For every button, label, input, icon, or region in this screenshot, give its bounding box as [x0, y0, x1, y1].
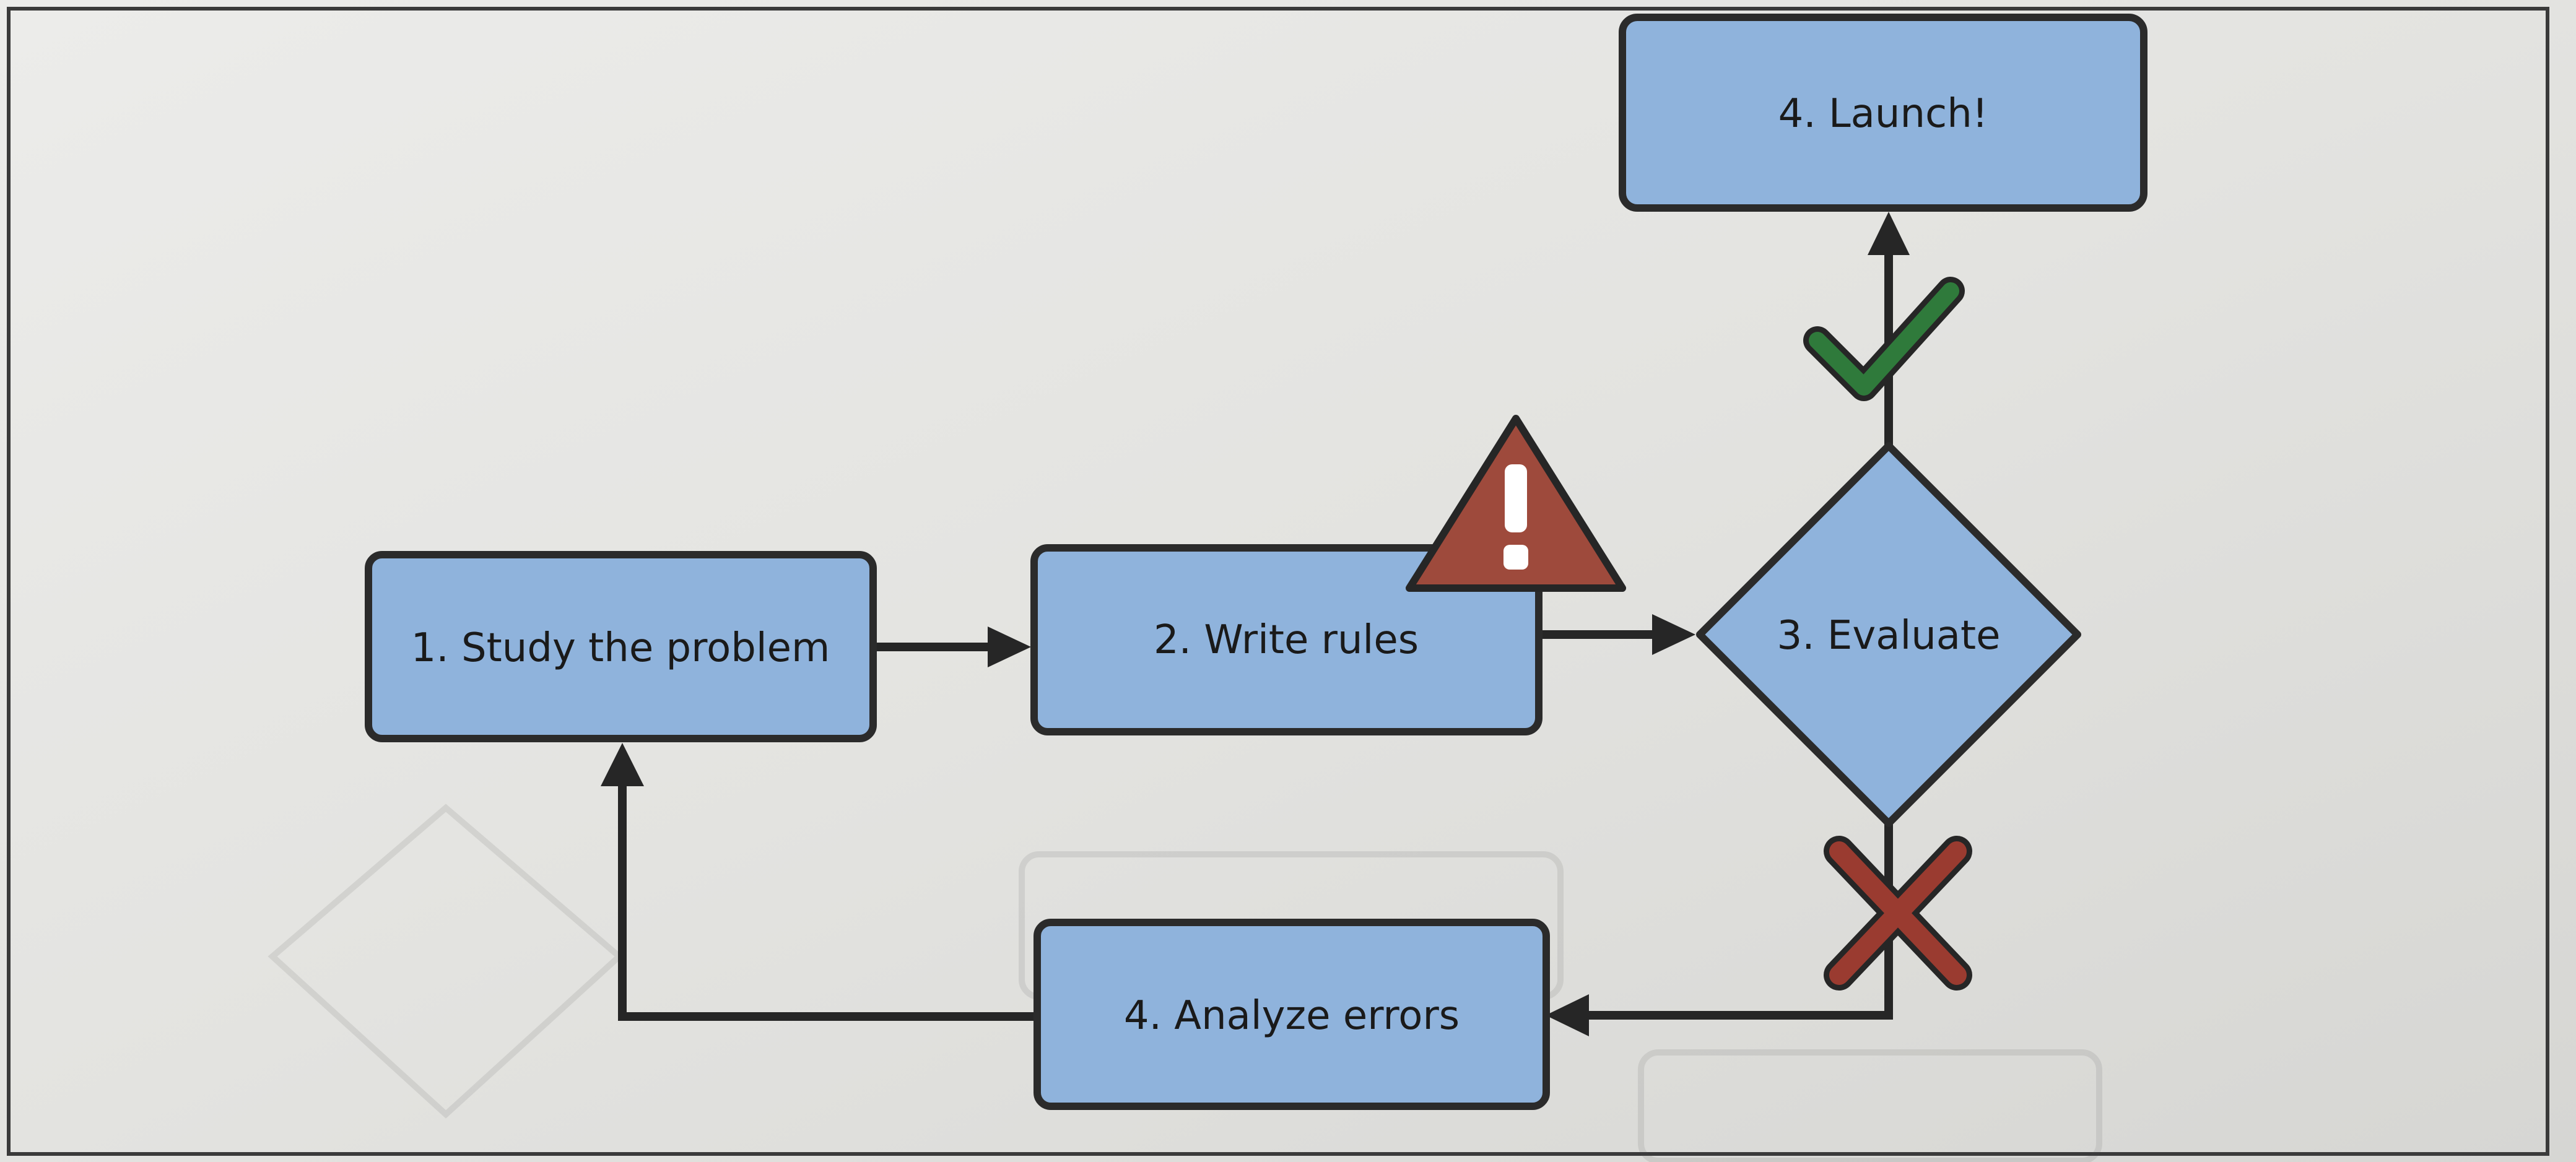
node-write-label: 2. Write rules — [1154, 617, 1419, 663]
node-study-label: 1. Study the problem — [411, 625, 830, 671]
check-icon — [1803, 277, 1965, 401]
page-frame — [7, 7, 2549, 1156]
node-launch: 4. Launch! — [1619, 14, 2147, 212]
arrowhead-icon — [988, 627, 1031, 667]
cross-icon — [1824, 836, 1972, 991]
arrowhead-icon — [1652, 614, 1695, 655]
arrowhead-icon — [1546, 994, 1589, 1036]
arrowhead-icon — [601, 743, 644, 786]
node-launch-label: 4. Launch! — [1778, 91, 1988, 137]
arrowhead-icon — [1868, 212, 1910, 255]
node-analyze-label: 4. Analyze errors — [1124, 993, 1460, 1039]
node-study: 1. Study the problem — [365, 551, 877, 742]
warning-icon — [1406, 415, 1626, 592]
node-evaluate: 3. Evaluate — [1696, 442, 2081, 827]
node-write: 2. Write rules — [1030, 544, 1543, 735]
arrow-analyze-to-study — [618, 780, 1037, 1021]
node-evaluate-label: 3. Evaluate — [1777, 613, 2001, 659]
node-analyze: 4. Analyze errors — [1033, 919, 1550, 1110]
